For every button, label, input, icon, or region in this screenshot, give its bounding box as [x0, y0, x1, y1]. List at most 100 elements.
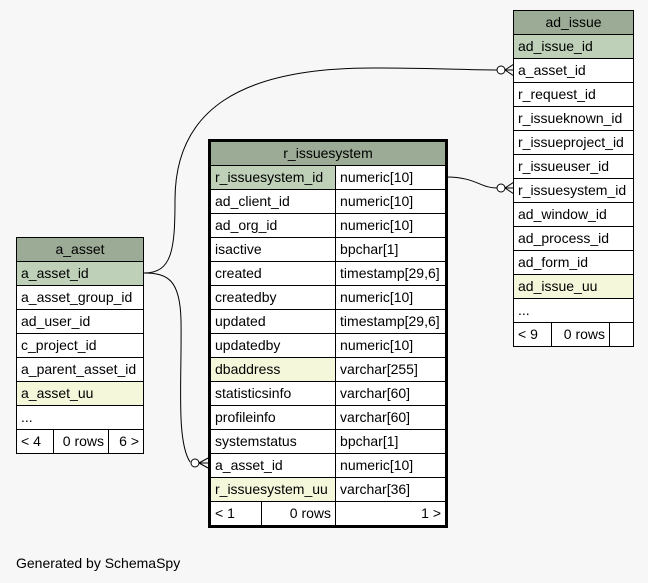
- table-row: ad_issue_uu: [513, 274, 634, 299]
- children-count: 6 >: [107, 429, 145, 454]
- table-row: r_issuesystem_id: [513, 178, 634, 203]
- table-row: ...: [513, 298, 634, 323]
- table-row: a_asset_id: [513, 58, 634, 83]
- column-name: ad_client_id: [208, 189, 337, 214]
- edge-ad-issue-a-asset-crow: [504, 63, 515, 77]
- column-name: ad_form_id: [513, 250, 634, 275]
- column-type: varchar[60]: [335, 405, 447, 430]
- table-row: r_issueuser_id: [513, 154, 634, 179]
- table-row: ad_window_id: [513, 202, 634, 227]
- column-type: numeric[10]: [335, 213, 447, 238]
- column-name: a_asset_uu: [15, 381, 145, 406]
- table-row: ad_issue_id: [513, 34, 634, 59]
- parents-count: < 4: [16, 429, 54, 454]
- table-header-row: a_asset: [15, 237, 145, 262]
- column-type: numeric[10]: [335, 453, 447, 478]
- edge-r-issuesystem-a-asset: [143, 272, 191, 463]
- column-type: varchar[255]: [335, 357, 447, 382]
- column-type: varchar[60]: [335, 381, 447, 406]
- table-row: ...: [15, 405, 145, 430]
- column-type: varchar[36]: [335, 477, 447, 502]
- column-name: r_request_id: [513, 82, 634, 107]
- column-name: ...: [15, 405, 145, 430]
- table-name: a_asset: [15, 237, 145, 262]
- column-name: ad_issue_id: [513, 34, 634, 59]
- table-row: ad_form_id: [513, 250, 634, 275]
- column-name: createdby: [208, 285, 337, 310]
- row-count: 0 rows: [53, 429, 109, 454]
- column-name: r_issuesystem_id: [208, 165, 337, 190]
- table-row: a_parent_asset_id: [15, 357, 145, 382]
- column-name: ad_user_id: [15, 309, 145, 334]
- column-name: ad_process_id: [513, 226, 634, 251]
- edge-r-issuesystem-a-asset-circle: [190, 458, 200, 468]
- parents-count: < 9: [513, 322, 552, 347]
- column-name: r_issueknown_id: [513, 106, 634, 131]
- column-name: statisticsinfo: [208, 381, 337, 406]
- row-count: 0 rows: [261, 501, 337, 527]
- edge-ad-issue-a-asset: [143, 67, 498, 274]
- column-name: r_issueuser_id: [513, 154, 634, 179]
- edge-ad-issue-r-issuesystem: [445, 176, 498, 189]
- table-row: r_issueproject_id: [513, 130, 634, 155]
- column-name: ad_issue_uu: [513, 274, 634, 299]
- table-row: r_issueknown_id: [513, 106, 634, 131]
- column-name: updated: [208, 309, 337, 334]
- generated-by-footer: Generated by SchemaSpy: [16, 555, 181, 571]
- column-name: a_asset_id: [15, 261, 145, 286]
- table-header-row: r_issuesystem: [209, 140, 447, 166]
- column-name: created: [208, 261, 337, 286]
- column-type: numeric[10]: [335, 189, 447, 214]
- column-name: dbaddress: [208, 357, 337, 382]
- edge-ad-issue-a-asset-circle: [496, 65, 506, 75]
- edge-ad-issue-r-issuesystem-circle: [496, 183, 506, 193]
- children-count: 1 >: [335, 501, 447, 527]
- column-name: systemstatus: [208, 429, 337, 454]
- column-type: timestamp[29,6]: [335, 309, 447, 334]
- edge-ad-issue-r-issuesystem-crow: [504, 181, 515, 195]
- table-row: a_asset_group_id: [15, 285, 145, 310]
- column-name: a_asset_group_id: [15, 285, 145, 310]
- column-name: ...: [513, 298, 634, 323]
- table-name: ad_issue: [513, 10, 634, 35]
- table-header-row: ad_issue: [513, 10, 634, 35]
- column-name: ad_org_id: [208, 213, 337, 238]
- table-row: ad_user_id: [15, 309, 145, 334]
- column-type: bpchar[1]: [335, 237, 447, 262]
- column-name: c_project_id: [15, 333, 145, 358]
- column-name: isactive: [208, 237, 337, 262]
- column-name: r_issuesystem_id: [513, 178, 634, 203]
- children-count: [609, 322, 634, 347]
- column-name: ad_window_id: [513, 202, 634, 227]
- row-count: 0 rows: [551, 322, 610, 347]
- table-row: c_project_id: [15, 333, 145, 358]
- column-name: a_asset_id: [208, 453, 337, 478]
- column-type: numeric[10]: [335, 165, 447, 190]
- table-name: r_issuesystem: [209, 140, 447, 166]
- parents-count: < 1: [208, 501, 263, 527]
- column-type: numeric[10]: [335, 333, 447, 358]
- column-type: numeric[10]: [335, 285, 447, 310]
- column-name: updatedby: [208, 333, 337, 358]
- column-name: a_parent_asset_id: [15, 357, 145, 382]
- table-row: a_asset_id: [15, 261, 145, 286]
- table-row: r_request_id: [513, 82, 634, 107]
